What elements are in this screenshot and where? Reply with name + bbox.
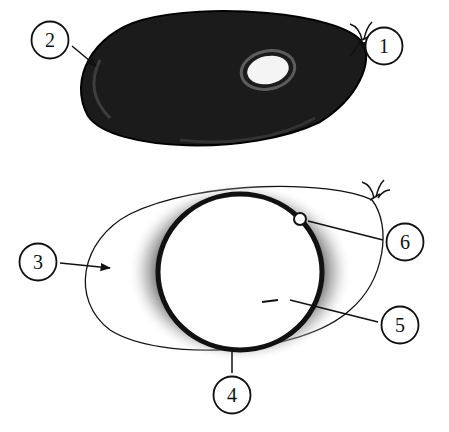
callout-number: 3 — [33, 251, 43, 274]
whole-fruit — [81, 11, 378, 145]
fruit-section — [85, 180, 390, 362]
callout-circle: 5 — [380, 305, 420, 345]
callout-number: 2 — [45, 29, 55, 52]
embryo — [294, 213, 306, 225]
callout-circle: 6 — [385, 222, 425, 262]
callout-number: 5 — [395, 314, 405, 337]
callout-circle: 1 — [364, 26, 404, 66]
callout-circle: 4 — [212, 375, 252, 415]
seed-coat — [158, 194, 322, 350]
leader-lines — [60, 42, 383, 373]
callout-circle: 2 — [30, 20, 70, 60]
callout-number: 1 — [379, 35, 389, 58]
callout-number: 4 — [227, 384, 237, 407]
callout-number: 6 — [400, 231, 410, 254]
callout-circle: 3 — [18, 242, 58, 282]
